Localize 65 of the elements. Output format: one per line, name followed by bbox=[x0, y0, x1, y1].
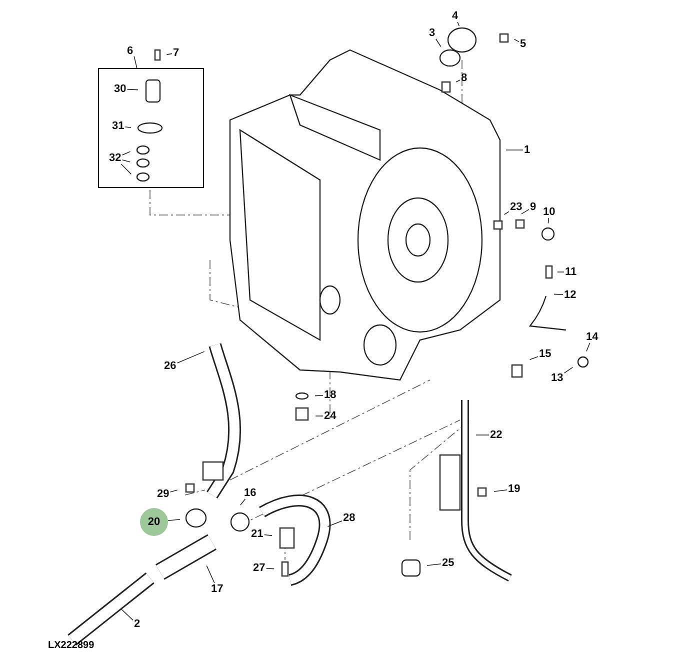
leader-line bbox=[176, 351, 205, 364]
callout-number: 20 bbox=[140, 508, 168, 536]
callout-number: 32 bbox=[108, 152, 122, 164]
leader-line bbox=[120, 164, 132, 175]
callout-number: 12 bbox=[563, 289, 578, 301]
callout-number: 18 bbox=[323, 389, 338, 401]
callout-number: 21 bbox=[250, 528, 264, 540]
callout-number: 17 bbox=[210, 583, 224, 595]
callout-number: 13 bbox=[550, 372, 564, 384]
leader-line bbox=[166, 53, 172, 55]
callout-number: 27 bbox=[252, 562, 266, 574]
callout-number: 6 bbox=[126, 45, 134, 57]
callout-number: 31 bbox=[111, 120, 126, 132]
callout-number: 26 bbox=[163, 360, 178, 372]
leader-line bbox=[521, 209, 530, 214]
leader-line bbox=[168, 519, 180, 521]
callout-number: 25 bbox=[441, 557, 456, 569]
leader-line bbox=[457, 22, 460, 26]
leader-line bbox=[554, 294, 564, 296]
callout-number: 10 bbox=[542, 206, 556, 218]
leader-line bbox=[206, 565, 215, 584]
callout-number: 16 bbox=[243, 487, 258, 499]
callout-number: 24 bbox=[323, 410, 338, 422]
callout-number: 15 bbox=[538, 348, 552, 360]
leader-line bbox=[170, 490, 178, 492]
leader-line bbox=[476, 434, 490, 436]
leader-line bbox=[548, 218, 550, 224]
leader-line bbox=[264, 534, 272, 536]
leader-line bbox=[426, 563, 442, 566]
leader-line bbox=[494, 489, 508, 492]
leader-line bbox=[564, 366, 574, 374]
callout-number: 29 bbox=[156, 488, 170, 500]
callout-number: 19 bbox=[507, 483, 522, 495]
leader-line bbox=[122, 159, 131, 162]
leader-line bbox=[436, 38, 442, 48]
leader-line bbox=[529, 356, 538, 360]
callout-number: 1 bbox=[523, 144, 532, 156]
callout-number: 2 bbox=[133, 618, 142, 630]
callout-number: 9 bbox=[529, 201, 538, 213]
leader-line bbox=[124, 126, 132, 128]
leader-line bbox=[456, 80, 460, 82]
callout-number: 23 bbox=[509, 201, 524, 213]
callout-number: 28 bbox=[342, 512, 356, 524]
leader-line bbox=[314, 394, 324, 396]
leader-line bbox=[122, 151, 131, 156]
callout-number: 14 bbox=[585, 331, 600, 343]
callout-number: 3 bbox=[428, 27, 436, 39]
callout-number: 5 bbox=[519, 38, 528, 50]
callout-number: 30 bbox=[113, 83, 128, 95]
callout-number: 7 bbox=[172, 47, 180, 59]
leader-line bbox=[514, 38, 520, 42]
callout-number: 22 bbox=[489, 429, 504, 441]
drawing-number: LX222899 bbox=[48, 640, 94, 651]
callout-number: 11 bbox=[564, 266, 578, 278]
leader-line bbox=[134, 56, 138, 68]
leader-line bbox=[504, 211, 510, 215]
leader-line bbox=[120, 608, 134, 621]
leader-line bbox=[126, 88, 138, 90]
leader-line bbox=[266, 568, 274, 570]
callout-number: 8 bbox=[460, 72, 468, 84]
detail-frame bbox=[98, 68, 204, 188]
leader-line bbox=[327, 520, 342, 527]
leader-line bbox=[240, 498, 246, 506]
leader-line bbox=[586, 342, 590, 352]
callout-number: 4 bbox=[451, 10, 460, 22]
